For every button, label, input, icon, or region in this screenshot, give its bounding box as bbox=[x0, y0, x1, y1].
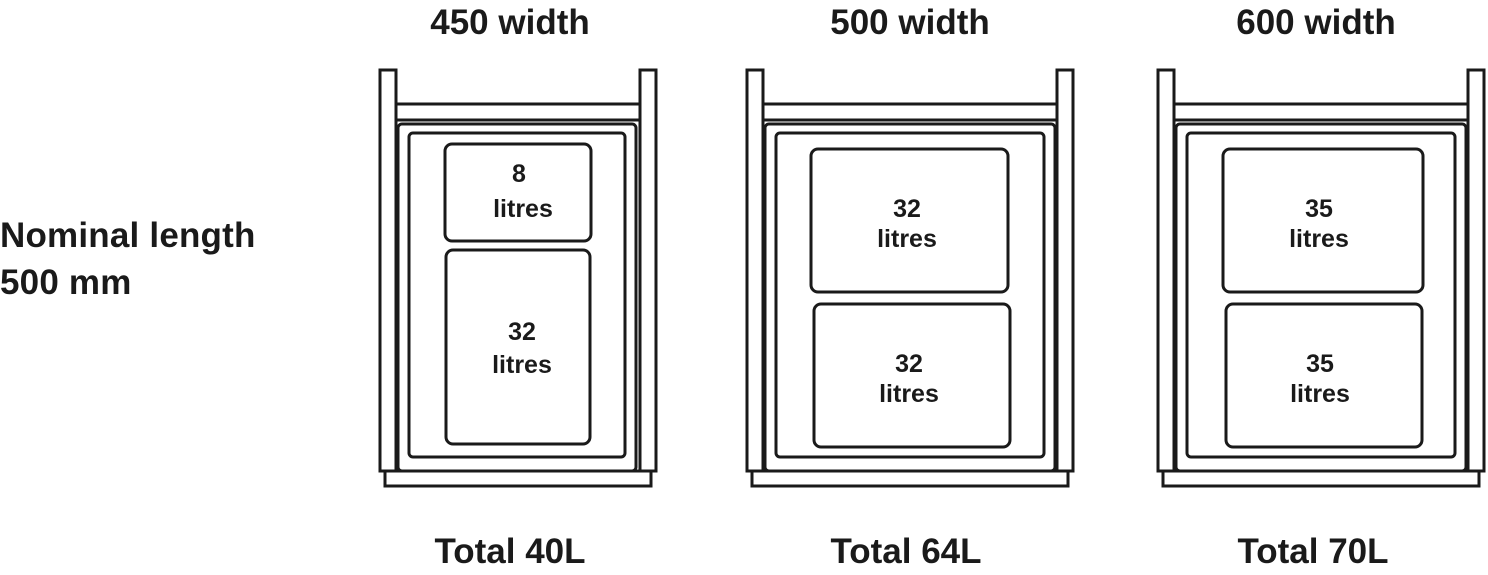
cabinet-600-base bbox=[1161, 469, 1481, 488]
bin-600-bottom-volume: 35 bbox=[1306, 350, 1334, 378]
bin-450-bottom-unit: litres bbox=[492, 351, 552, 379]
bin-500-top bbox=[809, 147, 1010, 294]
cabinet-600-left-post bbox=[1156, 68, 1176, 473]
nominal-length-line2: 500 mm bbox=[0, 263, 132, 302]
bin-500-bottom-unit: litres bbox=[879, 380, 939, 408]
cabinet-500-title: 500 width bbox=[830, 3, 990, 42]
bin-600-top-volume: 35 bbox=[1305, 195, 1333, 223]
bin-500-bottom-volume: 32 bbox=[895, 350, 923, 378]
cabinet-450-title: 450 width bbox=[430, 3, 590, 42]
bin-500-bottom bbox=[812, 302, 1012, 449]
cabinet-450-base bbox=[383, 469, 653, 488]
bin-450-bottom-volume: 32 bbox=[508, 318, 536, 346]
bin-500-top-unit: litres bbox=[877, 225, 937, 253]
cabinet-450-left-post bbox=[378, 68, 398, 473]
cabinet-600-title: 600 width bbox=[1236, 3, 1396, 42]
cabinet-600: 35 litres 35 litres bbox=[1156, 68, 1486, 488]
bin-450-top-volume: 8 bbox=[512, 160, 526, 188]
bin-450-top bbox=[443, 142, 593, 243]
bin-450-top-unit: litres bbox=[493, 195, 553, 223]
cabinet-600-back-rail bbox=[1172, 102, 1470, 122]
bin-450-bottom bbox=[444, 248, 592, 446]
cabinet-450-right-post bbox=[638, 68, 658, 473]
cabinet-500-total: Total 64L bbox=[830, 532, 982, 571]
cabinet-600-total: Total 70L bbox=[1237, 532, 1389, 571]
nominal-length-label: Nominal length 500 mm bbox=[0, 212, 256, 306]
cabinet-500-right-post bbox=[1055, 68, 1075, 473]
bin-500-top-volume: 32 bbox=[893, 195, 921, 223]
cabinet-500-back-rail bbox=[761, 102, 1059, 122]
cabinet-500-left-post bbox=[745, 68, 765, 473]
bin-600-top bbox=[1221, 147, 1425, 294]
cabinet-450-total: Total 40L bbox=[434, 532, 586, 571]
bin-600-bottom-unit: litres bbox=[1290, 380, 1350, 408]
bin-600-top-unit: litres bbox=[1289, 225, 1349, 253]
bin-600-bottom bbox=[1224, 302, 1424, 449]
nominal-length-line1: Nominal length bbox=[0, 216, 256, 255]
cabinet-450: 8 litres 32 litres bbox=[378, 68, 658, 488]
cabinet-600-right-post bbox=[1466, 68, 1486, 473]
cabinet-500-base bbox=[750, 469, 1070, 488]
cabinet-450-back-rail bbox=[394, 102, 642, 122]
cabinet-500: 32 litres 32 litres bbox=[745, 68, 1075, 488]
